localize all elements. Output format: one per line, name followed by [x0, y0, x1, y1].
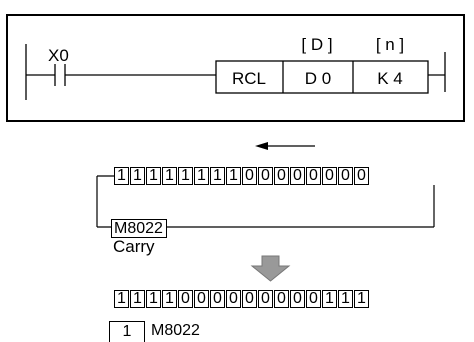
bit-cell: 0: [274, 167, 289, 185]
bit-cell: 1: [114, 167, 129, 185]
bit-cell: 0: [322, 167, 337, 185]
bit-cell: 1: [226, 167, 241, 185]
result-arrow: [250, 255, 291, 282]
bit-cell: 0: [290, 290, 305, 308]
bit-cell: 0: [242, 290, 257, 308]
carry-label: Carry: [113, 237, 155, 256]
bit-cell: 0: [178, 290, 193, 308]
bit-cell: 0: [258, 290, 273, 308]
bit-cell: 1: [162, 167, 177, 185]
bit-cell: 0: [210, 290, 225, 308]
bit-cell: 0: [338, 167, 353, 185]
contact-label: X0: [48, 46, 69, 65]
bit-cell: 1: [338, 290, 353, 308]
bit-cell: 1: [354, 290, 369, 308]
ladder-panel: X0 [ D ] [ n ] RCL D 0 K 4: [6, 14, 465, 122]
carry-result-box: 1: [109, 321, 145, 342]
bit-cell: 1: [210, 167, 225, 185]
bit-cell: 0: [306, 290, 321, 308]
operand-n-value: K 4: [377, 69, 403, 88]
bit-cell: 0: [258, 167, 273, 185]
carry-result-flag: M8022: [151, 322, 200, 339]
bit-cell: 0: [354, 167, 369, 185]
operand-d-header: [ D ]: [301, 35, 332, 54]
bit-cell: 0: [226, 290, 241, 308]
carry-flag-box: M8022: [111, 219, 167, 238]
bit-cell: 1: [178, 167, 193, 185]
bit-cell: 1: [114, 290, 129, 308]
instruction-box: [215, 60, 429, 94]
ladder-rung: X0 [ D ] [ n ] RCL D 0 K 4: [25, 35, 446, 100]
bit-cell: 1: [130, 167, 145, 185]
bit-cell: 1: [322, 290, 337, 308]
bit-cell: 1: [162, 290, 177, 308]
bit-cell: 1: [146, 290, 161, 308]
bit-cell: 1: [130, 290, 145, 308]
operand-n-header: [ n ]: [376, 35, 404, 54]
bit-cell: 1: [146, 167, 161, 185]
bit-cell: 0: [194, 290, 209, 308]
operand-d-value: D 0: [305, 69, 331, 88]
bit-cell: 0: [242, 167, 257, 185]
rotate-left-arrow-head: [255, 142, 268, 150]
bit-cell: 0: [306, 167, 321, 185]
instruction-mnemonic: RCL: [232, 69, 266, 88]
bit-cell: 0: [274, 290, 289, 308]
bit-cell: 0: [290, 167, 305, 185]
bit-cell: 1: [194, 167, 209, 185]
